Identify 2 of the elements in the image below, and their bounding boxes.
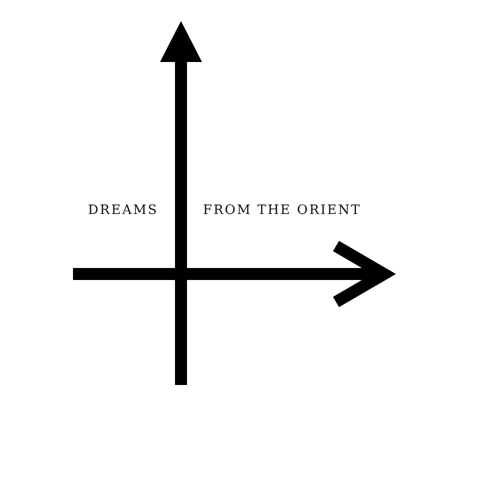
axis-label: DREAMS: [88, 203, 158, 218]
axis-label: FROM THE ORIENT: [203, 203, 362, 218]
